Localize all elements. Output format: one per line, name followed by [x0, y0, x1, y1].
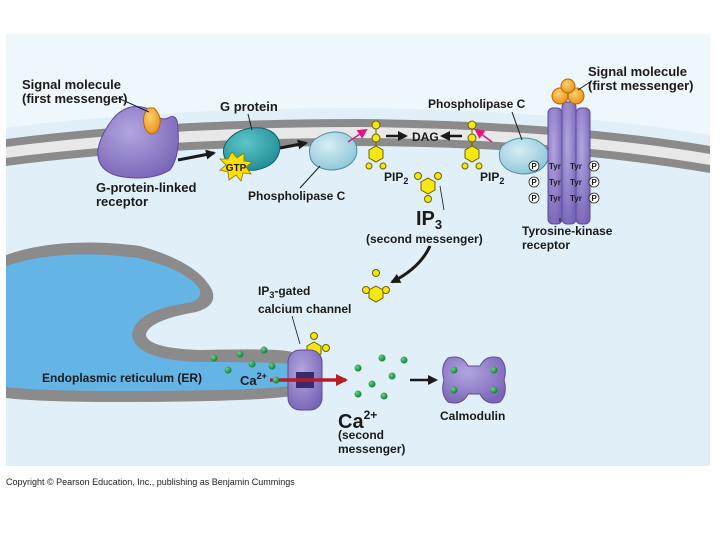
tyrosine-kinase-receptor — [547, 78, 591, 225]
ca-big-sup: 2+ — [363, 408, 378, 422]
arrow-magenta-right — [474, 128, 493, 143]
phospholipase-top-pointer — [511, 111, 523, 141]
ca-big-text: Ca — [338, 411, 364, 433]
label-phospholipase-bottom: Phospholipase C — [248, 189, 346, 203]
signal-right-pointer — [577, 81, 591, 91]
label-pip2-right: PIP2 — [480, 170, 504, 188]
endoplasmic-reticulum — [6, 254, 292, 391]
signal-left-line2: (first messenger) — [22, 91, 128, 106]
calmodulin-calcium — [450, 366, 498, 394]
ip3-sub: 3 — [434, 217, 443, 232]
extracellular-space — [6, 34, 710, 135]
pip2-left-text: PIP — [384, 170, 404, 184]
svg-text:Tyr: Tyr — [570, 194, 582, 203]
signal-left-pointer — [117, 97, 150, 113]
tyr-p-group: P Tyr Tyr P P Tyr Tyr P P Tyr Tyr P — [528, 160, 600, 204]
label-dag: DAG — [412, 130, 439, 144]
arrow-receptor-to-gprotein — [177, 149, 216, 162]
tk-line2: receptor — [522, 238, 571, 252]
g-protein-pointer — [247, 113, 253, 131]
label-signal-left: Signal molecule (first messenger) — [22, 78, 127, 106]
gpcr-line1: G-protein-linked — [96, 180, 197, 195]
ip3-molecule-released — [414, 172, 442, 203]
channel-pointer — [291, 315, 301, 345]
channel-line2: calcium channel — [258, 302, 352, 316]
label-phospholipase-top: Phospholipase C — [428, 97, 526, 111]
label-pip2-left: PIP2 — [384, 170, 408, 188]
svg-text:P: P — [591, 162, 597, 171]
signal-molecule-left — [142, 107, 161, 135]
svg-text:P: P — [531, 178, 537, 187]
label-tyrosine-kinase: Tyrosine-kinase receptor — [522, 224, 612, 252]
copyright-notice: Copyright © Pearson Education, Inc., pub… — [6, 477, 295, 487]
gtp-label: GTP — [226, 163, 247, 174]
channel-line1: IP3-gated — [258, 284, 351, 302]
ca-small-sup: 2+ — [256, 371, 267, 381]
calcium-ions-er — [210, 346, 280, 384]
label-g-protein: G protein — [220, 99, 278, 114]
plasma-membrane-inner — [6, 127, 710, 165]
gpcr-line2: receptor — [96, 194, 149, 209]
svg-text:Tyr: Tyr — [549, 178, 561, 187]
signal-left-line1: Signal molecule — [22, 77, 121, 92]
arrow-magenta-left — [347, 128, 368, 143]
label-calcium-channel: IP3-gated calcium channel — [258, 284, 351, 316]
phospholipase-c-right — [498, 137, 550, 175]
svg-text:P: P — [591, 178, 597, 187]
channel-gated: -gated — [274, 284, 311, 298]
label-gpcr: G-protein-linked receptor — [96, 181, 196, 209]
label-ip3: IP3 — [416, 208, 442, 236]
ip3-pointer — [439, 185, 445, 211]
svg-text:P: P — [591, 194, 597, 203]
ip3-text: IP — [416, 208, 435, 230]
signal-right-line1: Signal molecule — [588, 64, 687, 79]
tk-line1: Tyrosine-kinase — [522, 224, 613, 238]
svg-text:Tyr: Tyr — [570, 178, 582, 187]
pip2-molecule-right — [461, 120, 483, 170]
pip2-right-text: PIP — [480, 170, 500, 184]
gtp-starburst — [219, 151, 253, 182]
phospholipase-bottom-pointer — [299, 165, 321, 189]
ca-second-line2: messenger) — [338, 442, 406, 456]
svg-text:P: P — [531, 194, 537, 203]
label-ca-small: Ca2+ — [240, 369, 267, 388]
label-second-messenger-ip3: (second messenger) — [366, 232, 483, 246]
arrow-ip3-to-channel — [390, 245, 432, 284]
label-signal-right: Signal molecule (first messenger) — [588, 65, 693, 93]
svg-text:P: P — [531, 162, 537, 171]
calcium-ions-cytoplasm — [354, 354, 408, 400]
channel-ip: IP — [258, 284, 270, 298]
arrow-gprotein-to-phospholipase — [279, 139, 308, 150]
signal-right-line2: (first messenger) — [588, 78, 694, 93]
ip3-molecule-mid — [362, 269, 390, 303]
ca-second-line1: (second — [338, 428, 385, 442]
pip2-right-sub: 2 — [499, 176, 505, 186]
calmodulin — [442, 356, 506, 404]
channel-ip-sub: 3 — [269, 290, 275, 300]
pip2-left-sub: 2 — [403, 176, 409, 186]
svg-text:Tyr: Tyr — [549, 194, 561, 203]
label-ca-big: Ca2+ — [338, 404, 377, 433]
label-calmodulin: Calmodulin — [440, 409, 506, 423]
label-er: Endoplasmic reticulum (ER) — [42, 371, 203, 385]
phospholipase-c-left — [309, 131, 358, 171]
label-ca-second-messenger: (second messenger) — [338, 428, 405, 456]
ca-small-text: Ca — [240, 373, 257, 388]
pip2-molecule-left — [365, 120, 387, 170]
svg-text:Tyr: Tyr — [549, 162, 561, 171]
svg-text:Tyr: Tyr — [570, 162, 582, 171]
